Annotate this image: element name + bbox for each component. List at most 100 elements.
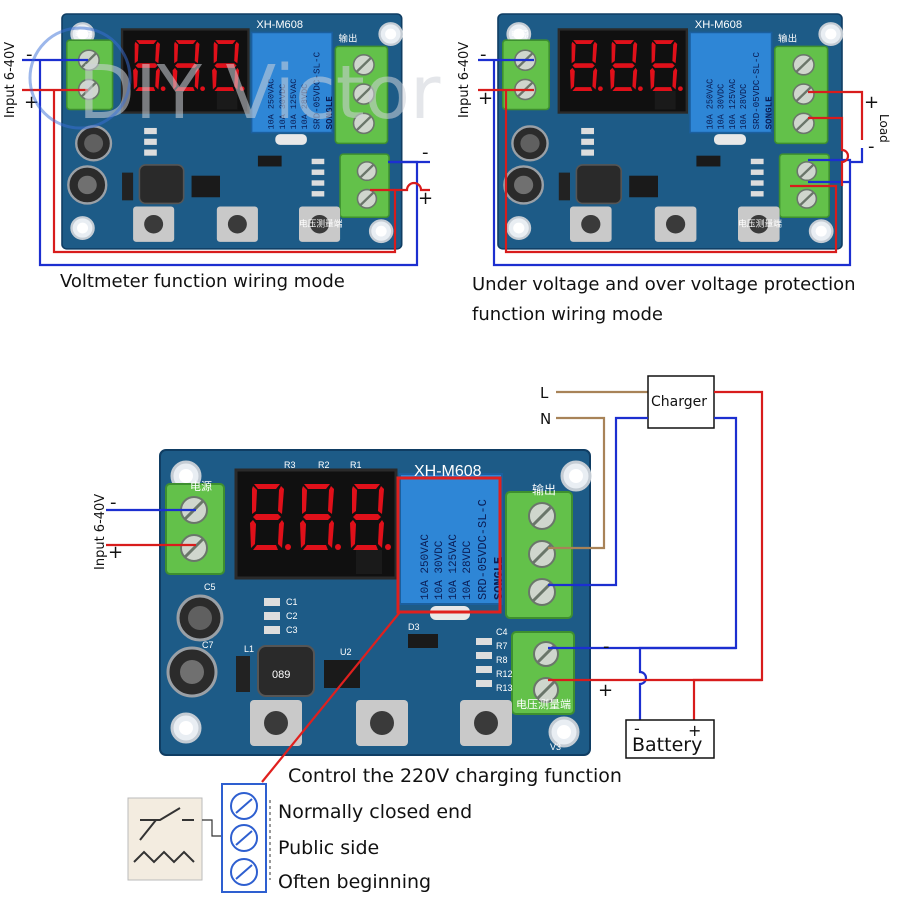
battery-blue-wire <box>638 646 736 720</box>
panel1-caption: Voltmeter function wiring mode <box>60 271 345 292</box>
board-3-relay-line-0: 10A 250VAC <box>420 534 432 600</box>
panel2-load-plus: + <box>864 92 879 113</box>
panel-charging: XH-M608 R3 R2 R1 输出 电源 电压测量端 C5 C7 L1 U2… <box>93 375 764 893</box>
board-1-relay-model: SRD-05VDC-SL-C <box>311 52 322 130</box>
board-2-relay-line-2: 10A 125VAC <box>728 79 738 130</box>
board-1-relay-line-1: 10A 30VDC <box>278 84 288 130</box>
board-3-r13: R13 <box>496 683 513 693</box>
board-3-c4: C4 <box>496 627 508 637</box>
panel1-meas-minus: - <box>422 142 429 163</box>
board-3-measure-label: 电压测量端 <box>516 698 571 711</box>
board-3-c2: C2 <box>286 611 298 621</box>
panel2-load-red <box>808 90 864 140</box>
charger-box <box>647 375 715 429</box>
panel1-input-label: Input 6-40V <box>3 42 18 118</box>
terminal-label-nc: Normally closed end <box>278 801 472 823</box>
board-3-c1: C1 <box>286 597 298 607</box>
panel1-meas-plus: + <box>418 188 433 209</box>
board-3-v3: V3 <box>550 742 561 752</box>
board-2: XH-M608 输出 电源 电压测量端 10A 250VAC 10A 30VDC… <box>496 12 844 251</box>
panel2-red-wire <box>478 88 838 254</box>
board-2-relay-brand: SONGLE <box>763 96 774 130</box>
board-1-model: XH-M608 <box>256 19 303 31</box>
board-3-relay-line-2: 10A 125VAC <box>448 534 460 600</box>
panel2-load-minus: - <box>868 136 875 157</box>
board-1-relay-brand: SONGLE <box>324 96 335 130</box>
relay-pointer-line <box>261 611 401 783</box>
label-N: N <box>540 410 551 428</box>
panel3-plus: + <box>108 542 123 563</box>
board-3-d3: D3 <box>408 622 420 632</box>
board-3-c7: C7 <box>202 640 214 650</box>
board-2-model: XH-M608 <box>695 19 742 31</box>
board-3: XH-M608 R3 R2 R1 输出 电源 电压测量端 C5 C7 L1 U2… <box>158 448 592 757</box>
watermark-ring <box>28 26 132 130</box>
panel-protection: XH-M608 输出 电源 电压测量端 10A 250VAC 10A 30VDC… <box>457 12 891 325</box>
panel2-caption-line1: Under voltage and over voltage protectio… <box>472 274 856 295</box>
board-2-output-label: 输出 <box>778 33 797 44</box>
panel2-input-label: Input 6-40V <box>457 42 472 118</box>
board-3-relay-line-1: 10A 30VDC <box>434 540 446 600</box>
terminal-label-no: Often beginning <box>278 871 431 893</box>
inset-terminal-block <box>221 783 271 893</box>
board-3-relay-model: SRD-05VDC-SL-C <box>476 499 490 600</box>
battery-minus: - <box>634 719 640 738</box>
board-3-r12: R12 <box>496 669 513 679</box>
charger-blue-out <box>548 416 648 587</box>
battery-box <box>625 719 715 759</box>
panel3-minus: - <box>110 492 117 513</box>
panel2-load-label: Load <box>877 114 891 143</box>
board-3-r2: R2 <box>318 460 330 470</box>
board-2-relay-line-3: 10A 28VDC <box>739 84 749 130</box>
board-3-model: XH-M608 <box>414 463 482 480</box>
board-2-relay-line-1: 10A 30VDC <box>716 84 726 130</box>
relay-highlight-box <box>396 476 502 614</box>
board-2-measure-label: 电压测量端 <box>738 218 782 229</box>
panel2-caption-line2: function wiring mode <box>472 304 663 325</box>
board-3-c5: C5 <box>204 582 216 592</box>
relay-schematic-inset <box>127 797 228 881</box>
board-1-relay-line-3: 10A 28VDC <box>300 84 310 130</box>
panel3-control-caption: Control the 220V charging function <box>288 765 622 787</box>
board-1-relay-line-2: 10A 125VAC <box>289 79 299 130</box>
board-3-r7: R7 <box>496 641 508 651</box>
terminal-label-common: Public side <box>278 837 379 859</box>
board-3-u2: U2 <box>340 647 352 657</box>
panel1-red-wire <box>22 88 430 254</box>
board-1-output-label: 输出 <box>339 33 358 44</box>
panel3-input-label: Input 6-40V <box>93 494 108 570</box>
panel2-plus: + <box>478 88 493 109</box>
panel2-minus: - <box>480 44 487 65</box>
board-2-relay-line-0: 10A 250VAC <box>705 79 715 130</box>
board-1-measure-label: 电压测量端 <box>299 218 343 229</box>
board-3-l1: L1 <box>244 644 254 654</box>
charger-red-out <box>692 390 764 720</box>
board-3-r8: R8 <box>496 655 508 665</box>
panel3-meas-plus: + <box>598 680 613 701</box>
board-3-c3: C3 <box>286 625 298 635</box>
board-3-inductor: 089 <box>272 669 290 681</box>
panel1-minus: - <box>26 44 33 65</box>
panel-voltmeter: XH-M608 输出 电源 电压测量端 10A 250VAC 10A 30VDC… <box>3 12 433 292</box>
board-1-power-label: 电源 <box>75 28 93 39</box>
board-2-power-label: 电源 <box>511 28 529 39</box>
board-2-relay-model: SRD-05VDC-SL-C <box>751 52 762 130</box>
panel2-load-red2 <box>808 116 850 186</box>
panel2-load-blue <box>850 148 864 164</box>
battery-label: Battery <box>632 734 702 756</box>
battery-plus: + <box>688 721 701 740</box>
panel3-meas-minus: - <box>603 636 610 657</box>
board-1-relay-line-0: 10A 250VAC <box>267 79 277 130</box>
board-1: XH-M608 输出 电源 电压测量端 10A 250VAC 10A 30VDC… <box>60 12 403 251</box>
watermark: DIY Victor <box>78 50 441 136</box>
board-3-r3: R3 <box>284 460 296 470</box>
panel1-plus: + <box>24 92 39 113</box>
charger-label: Charger <box>651 394 707 410</box>
board-3-output-label: 输出 <box>532 482 556 497</box>
label-L: L <box>540 384 549 402</box>
board-3-relay-line-3: 10A 28VDC <box>462 540 474 600</box>
board-3-r1: R1 <box>350 460 362 470</box>
mains-N-wire <box>548 416 606 550</box>
board-3-power-label: 电源 <box>190 479 212 493</box>
